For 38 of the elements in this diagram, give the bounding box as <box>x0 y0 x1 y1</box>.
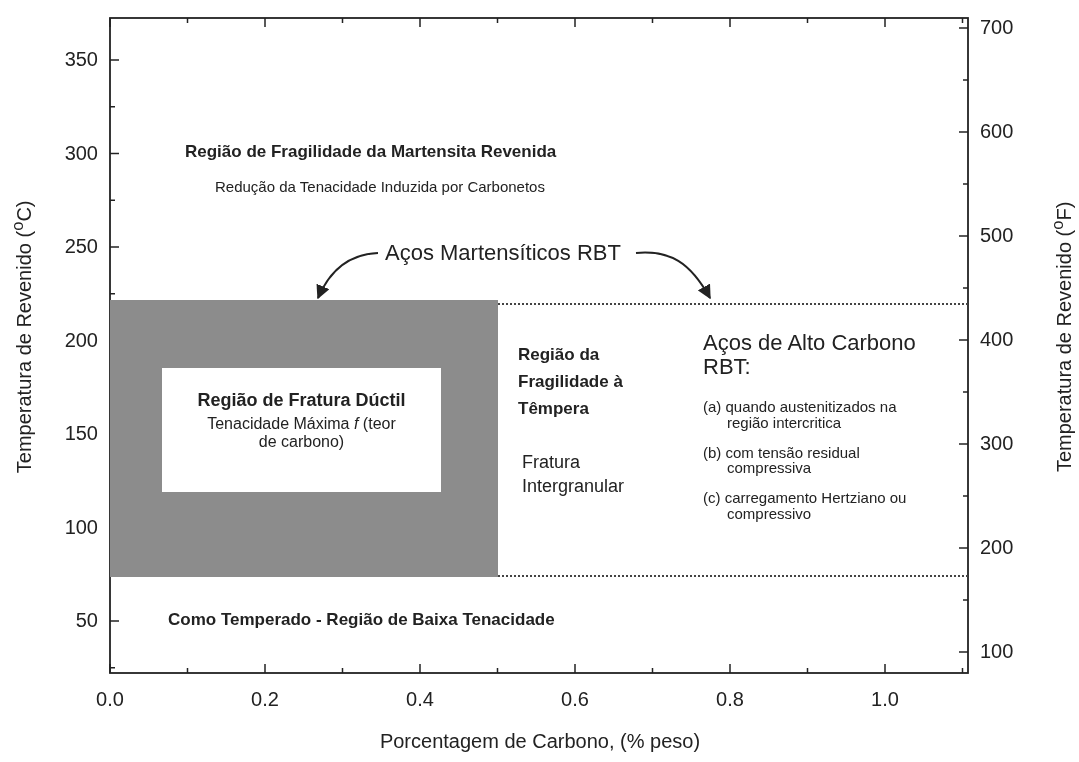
tick-label: 600 <box>980 120 1014 143</box>
region-label: Redução da Tenacidade Induzida por Carbonetos <box>215 178 545 195</box>
tick-label: 0.6 <box>560 688 590 711</box>
tick-label: 100 <box>980 640 1014 663</box>
tick-label: 500 <box>980 224 1014 247</box>
tick-label: 150 <box>63 422 98 445</box>
tick-label: 700 <box>980 16 1014 39</box>
tick-label: 250 <box>63 235 98 258</box>
region-label: Aços Martensíticos RBT <box>385 240 621 266</box>
tick-label: 0.8 <box>715 688 745 711</box>
tick-label: 300 <box>980 432 1014 455</box>
region-text: Fratura Intergranular <box>522 451 626 499</box>
dotted-region <box>498 303 968 577</box>
tick-label: 400 <box>980 328 1014 351</box>
tick-label: 300 <box>63 141 98 165</box>
region-title: Região de Fratura Dúctil <box>196 390 407 411</box>
arrow <box>317 252 379 300</box>
shaded-region <box>110 300 498 577</box>
region-text: Tenacidade Máxima f (teor de carbono) <box>206 415 397 452</box>
list-item: (b) com tensão residual compressiva <box>703 445 861 475</box>
tick-label: 350 <box>63 48 98 71</box>
list-item: (a) quando austenitizados na região intercritica <box>703 399 898 431</box>
tick-label: 200 <box>63 328 98 352</box>
arrow <box>635 251 711 300</box>
region-box <box>162 368 441 492</box>
tick-label: 0.0 <box>95 688 125 711</box>
tick-label: 50 <box>74 609 98 632</box>
tick-label: 0.2 <box>250 688 280 711</box>
list-item: (c) carregamento Hertziano ou compressivo <box>703 490 908 522</box>
tick-label: 1.0 <box>870 688 900 711</box>
axis-title: Porcentagem de Carbono, (% peso) <box>378 730 702 753</box>
tick-label: 200 <box>980 536 1014 559</box>
region-label: Como Temperado - Região de Baixa Tenacidade <box>168 610 555 630</box>
region-label: Região de Fragilidade da Martensita Revenida <box>185 142 557 162</box>
region-heading: Aços de Alto Carbono RBT: <box>703 331 917 380</box>
tick-label: 0.4 <box>405 688 435 711</box>
tick-label: 100 <box>63 515 98 539</box>
region-title: Região da Fragilidade à Têmpera <box>518 344 624 421</box>
